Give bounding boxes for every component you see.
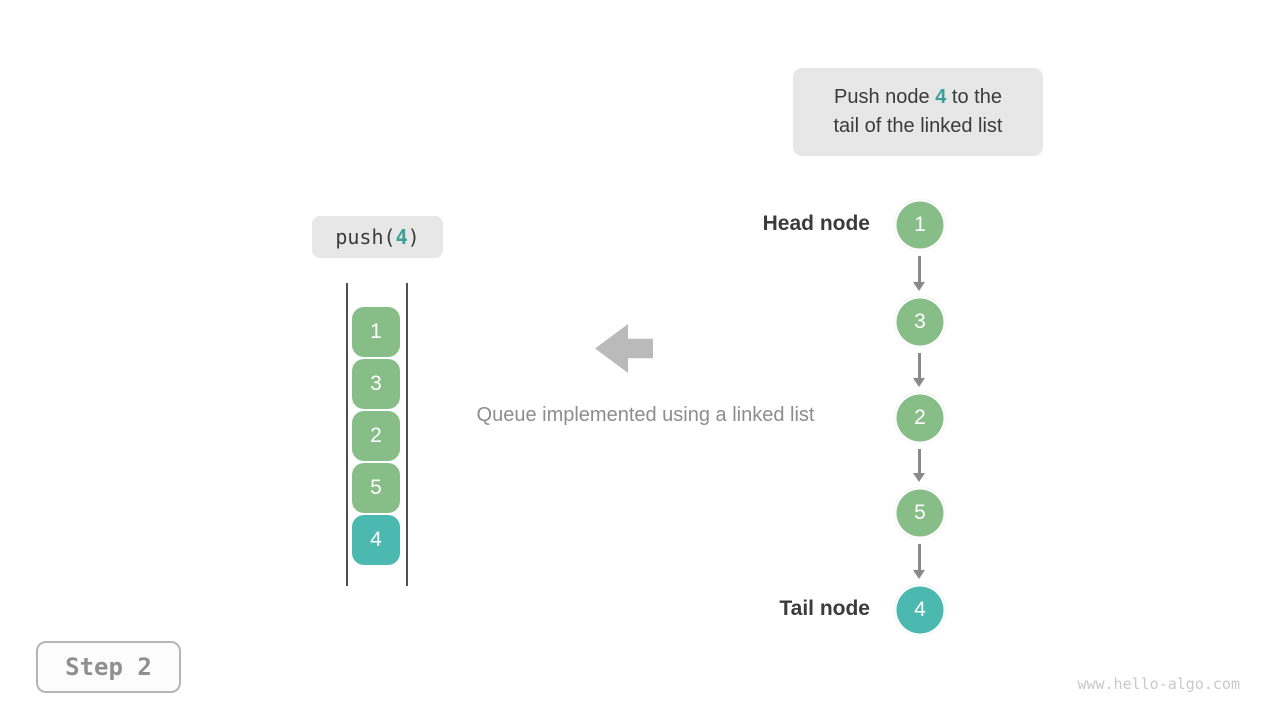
callout-highlight-value: 4 — [935, 86, 947, 108]
linked-list-node-1: 1 — [891, 196, 949, 254]
arrow-head — [913, 473, 925, 482]
caption-text: Queue implemented using a linked list — [476, 404, 815, 426]
callout-text-prefix: Push node — [834, 86, 936, 108]
queue-item-4: 5 — [352, 463, 400, 513]
arrow-head — [913, 282, 925, 291]
queue-item-1: 1 — [352, 307, 400, 357]
arrow-shaft — [918, 353, 921, 379]
queue-rail-left — [346, 283, 348, 586]
linked-list-node-2: 3 — [891, 293, 949, 351]
push-operation-label: push(4) — [312, 216, 443, 258]
arrow-head — [913, 378, 925, 387]
linked-list-node-3: 2 — [891, 389, 949, 447]
push-op-suffix: ) — [407, 225, 420, 249]
linked-list-node-4: 5 — [891, 484, 949, 542]
node-value: 3 — [914, 310, 926, 333]
queue-item-value: 1 — [370, 320, 382, 343]
arrow-down-icon — [913, 256, 926, 291]
arrow-shaft — [918, 256, 921, 283]
callout-push-description: Push node 4 to the tail of the linked li… — [793, 68, 1043, 156]
arrow-shaft — [918, 544, 921, 571]
queue-item-value: 5 — [370, 476, 382, 499]
queue-item-2: 3 — [352, 359, 400, 409]
arrow-down-icon — [913, 353, 926, 387]
queue-item-5: 4 — [352, 515, 400, 565]
node-value: 4 — [914, 598, 926, 621]
tail-node-label: Tail node — [779, 597, 870, 620]
node-value: 2 — [914, 406, 926, 429]
queue-item-value: 2 — [370, 424, 382, 447]
callout-line-1: Push node 4 to the — [834, 83, 1002, 112]
arrow-head — [913, 570, 925, 579]
head-node-label: Head node — [762, 212, 870, 235]
push-op-value: 4 — [395, 225, 408, 249]
push-op-prefix: push( — [335, 225, 396, 249]
node-value: 5 — [914, 501, 926, 524]
queue-item-3: 2 — [352, 411, 400, 461]
step-badge: Step 2 — [36, 641, 181, 693]
node-value: 1 — [914, 213, 926, 236]
arrow-down-icon — [913, 544, 926, 579]
left-arrow-icon — [595, 324, 653, 373]
site-url: www.hello-algo.com — [1077, 675, 1240, 693]
arrow-shaft — [918, 449, 921, 474]
queue-rail-right — [406, 283, 408, 586]
queue-item-value: 4 — [370, 528, 382, 551]
queue-item-value: 3 — [370, 372, 382, 395]
linked-list-node-5: 4 — [891, 581, 949, 639]
callout-line-2: tail of the linked list — [833, 115, 1003, 137]
arrow-down-icon — [913, 449, 926, 482]
callout-text-suffix: to the — [946, 86, 1002, 108]
